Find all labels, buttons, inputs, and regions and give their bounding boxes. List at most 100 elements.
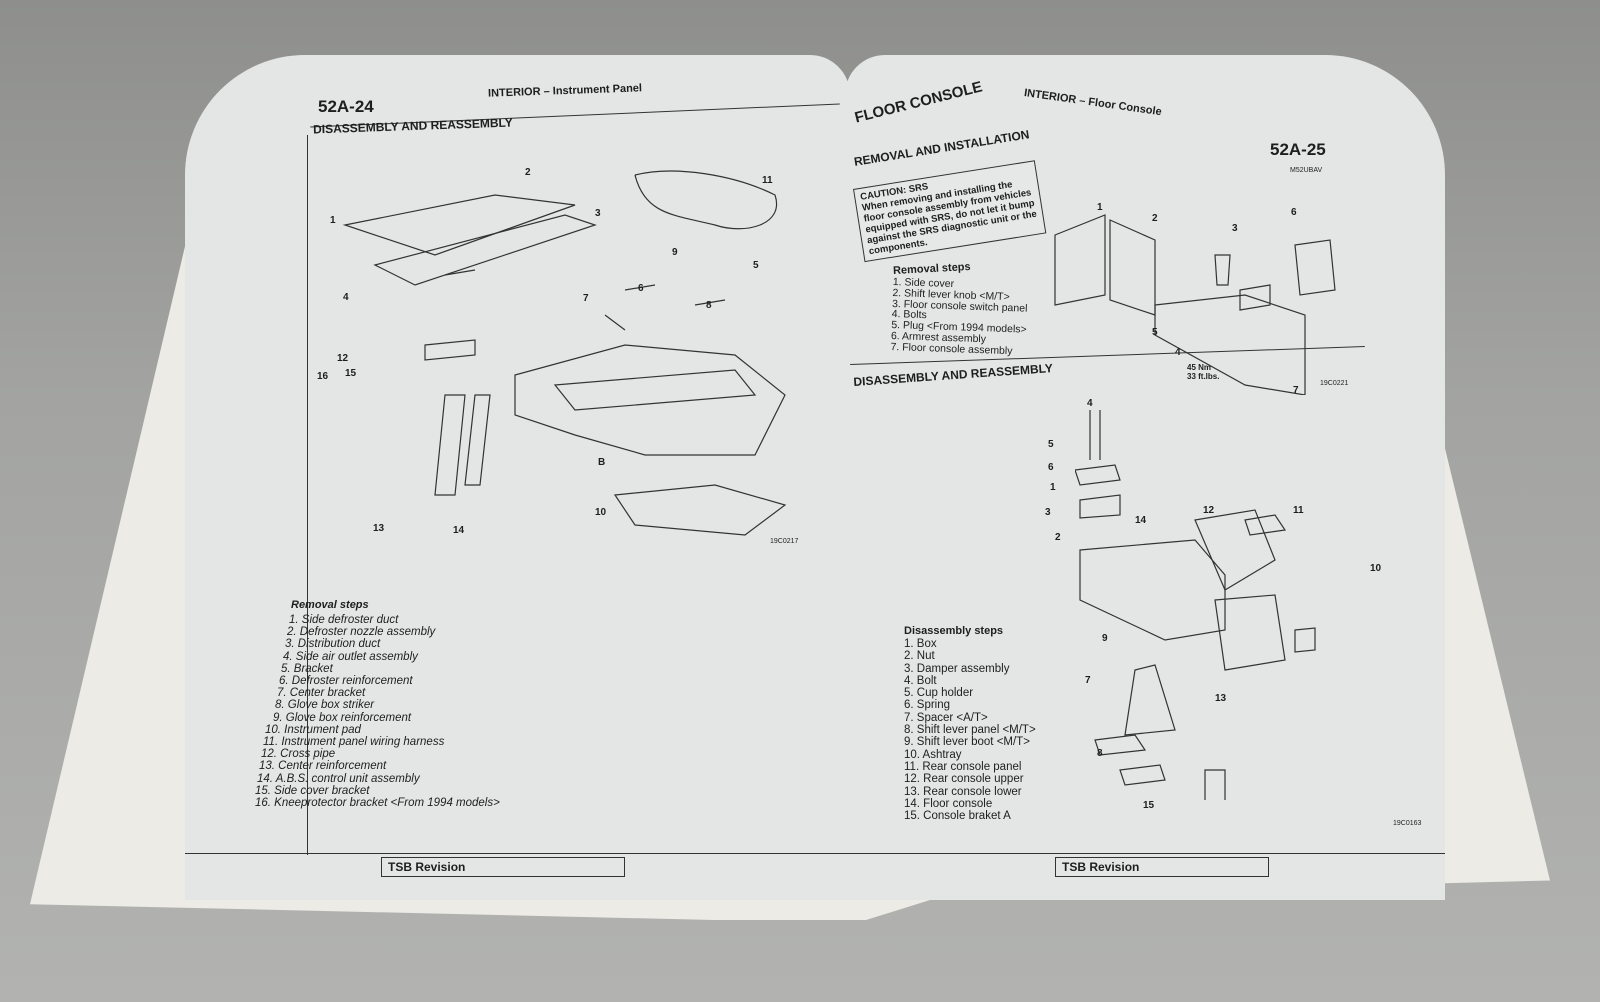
step: 9. Glove box reinforcement xyxy=(273,711,412,724)
step: 3. Distribution duct xyxy=(285,638,381,651)
step: 11. Instrument panel wiring harness xyxy=(263,736,445,749)
removal-steps-list: 1. Side cover 2. Shift lever knob <M/T> … xyxy=(890,276,1028,357)
callout-5: 5 xyxy=(1152,327,1158,338)
callout-11: 11 xyxy=(762,175,773,186)
page-number: 52A-25 xyxy=(1270,140,1326,159)
step: 9. Shift lever boot <M/T> xyxy=(904,736,1030,749)
step: 7. Center bracket xyxy=(277,687,366,700)
callout-4: 4 xyxy=(1087,398,1093,409)
step: 3. Damper assembly xyxy=(904,662,1010,675)
step: 10. Instrument pad xyxy=(265,723,361,736)
step: 14. A.B.S. control unit assembly xyxy=(257,772,420,785)
callout-10: 10 xyxy=(1370,563,1382,574)
removal-steps-title: Removal steps xyxy=(291,599,369,611)
callout-6: 6 xyxy=(1048,462,1054,473)
step: 4. Bolt xyxy=(904,674,937,687)
callout-6: 6 xyxy=(638,283,644,294)
step: 8. Glove box striker xyxy=(275,699,375,712)
step: 1. Side defroster duct xyxy=(289,614,399,626)
frame-left-rule xyxy=(307,135,308,855)
step: 15. Console braket A xyxy=(904,810,1011,823)
step: 16. Kneeprotector bracket <From 1994 mod… xyxy=(255,797,500,810)
callout-5: 5 xyxy=(753,260,759,271)
step: 12. Cross pipe xyxy=(261,748,336,761)
page-number: 52A-24 xyxy=(318,97,374,116)
step: 11. Rear console panel xyxy=(904,760,1022,773)
step: 10. Ashtray xyxy=(904,748,962,761)
callout-2: 2 xyxy=(1152,213,1158,224)
left-page: 52A-24 INTERIOR – Instrument Panel DISAS… xyxy=(185,55,850,900)
right-page: FLOOR CONSOLE REMOVAL AND INSTALLATION I… xyxy=(845,55,1445,900)
step: 7. Spacer <A/T> xyxy=(904,711,988,724)
step: 5. Cup holder xyxy=(904,687,974,700)
section-title: DISASSEMBLY AND REASSEMBLY xyxy=(312,115,514,137)
callout-6: 6 xyxy=(1291,207,1297,218)
callout-12: 12 xyxy=(337,353,349,364)
step: 1. Box xyxy=(904,638,937,650)
callout-9: 9 xyxy=(1102,633,1108,644)
callout-13: 13 xyxy=(1215,693,1227,704)
callout-7: 7 xyxy=(1293,385,1299,396)
page-header: INTERIOR – Instrument Panel xyxy=(487,82,643,100)
callout-7: 7 xyxy=(1085,675,1091,686)
frame-bottom-rule xyxy=(845,853,1445,854)
step: 14. Floor console xyxy=(904,797,993,810)
torque-spec: 45 Nm 33 ft.lbs. xyxy=(1187,363,1220,381)
floor-console-exploded-diagram xyxy=(1075,410,1316,800)
instrument-panel-exploded-diagram xyxy=(342,170,787,536)
callout-3: 3 xyxy=(1045,507,1051,518)
figure1-code: 19C0221 xyxy=(1320,380,1349,387)
callout-4: 4 xyxy=(1175,347,1181,358)
figure2-code: 19C0163 xyxy=(1393,820,1422,827)
callout-1: 1 xyxy=(1050,482,1056,493)
removal-steps-list: 1. Side defroster duct 2. Defroster nozz… xyxy=(255,614,500,809)
step: 12. Rear console upper xyxy=(904,773,1024,786)
callout-9: 9 xyxy=(672,247,678,258)
floor-console-removal-diagram xyxy=(1054,214,1336,395)
removal-steps-title: Removal steps xyxy=(892,260,971,278)
tsb-revision-footer: TSB Revision xyxy=(1055,857,1269,877)
callout-14: 14 xyxy=(453,525,465,536)
step: 15. Side cover bracket xyxy=(255,784,370,797)
callout-15: 15 xyxy=(345,368,357,379)
step: 13. Rear console lower xyxy=(904,785,1022,798)
callout-3: 3 xyxy=(1232,223,1238,234)
callout-8: 8 xyxy=(706,300,712,311)
step: 6. Defroster reinforcement xyxy=(279,675,413,688)
callout-7: 7 xyxy=(583,293,589,304)
callout-10: 10 xyxy=(595,507,607,518)
removal-installation-title: REMOVAL AND INSTALLATION xyxy=(853,127,1031,169)
small-code: M52UBAV xyxy=(1290,167,1323,174)
step: 8. Shift lever panel <M/T> xyxy=(904,724,1036,737)
disassembly-title: DISASSEMBLY AND REASSEMBLY xyxy=(853,361,1054,389)
callout-3: 3 xyxy=(595,208,601,219)
caution-box: CAUTION: SRS When removing and installin… xyxy=(853,160,1047,263)
callout-2: 2 xyxy=(1055,532,1061,543)
callout-2: 2 xyxy=(525,167,531,178)
callout-1: 1 xyxy=(1097,202,1103,213)
callout-13: 13 xyxy=(373,523,385,534)
callout-12: 12 xyxy=(1203,505,1215,516)
step: 6. Spring xyxy=(904,699,951,712)
frame-bottom-rule xyxy=(185,853,850,854)
callout-b: B xyxy=(598,457,606,468)
step: 5. Bracket xyxy=(281,662,333,675)
step: 2. Defroster nozzle assembly xyxy=(287,626,436,639)
step: 7. Floor console assembly xyxy=(890,340,1013,357)
chapter-title: FLOOR CONSOLE xyxy=(853,78,985,127)
callout-15: 15 xyxy=(1143,800,1155,811)
step: 2. Nut xyxy=(904,650,935,663)
callout-14: 14 xyxy=(1135,515,1147,526)
callout-16: 16 xyxy=(317,371,329,382)
callout-4: 4 xyxy=(343,292,349,303)
callout-1: 1 xyxy=(330,215,336,226)
page-header: INTERIOR – Floor Console xyxy=(1023,87,1163,119)
disassembly-steps-title: Disassembly steps xyxy=(904,625,1004,637)
callout-5: 5 xyxy=(1048,439,1054,450)
step: 4. Side air outlet assembly xyxy=(283,650,418,663)
disassembly-steps-list: 1. Box 2. Nut 3. Damper assembly 4. Bolt… xyxy=(904,638,1036,822)
figure-code: 19C0217 xyxy=(770,538,799,545)
tsb-revision-footer: TSB Revision xyxy=(381,857,625,877)
step: 13. Center reinforcement xyxy=(259,760,387,773)
callout-8: 8 xyxy=(1097,748,1103,759)
